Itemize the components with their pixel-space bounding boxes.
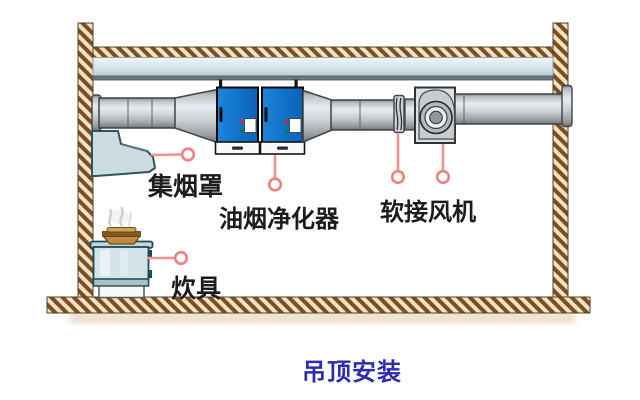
steam-icon <box>108 206 132 228</box>
stove-highlight <box>100 250 110 276</box>
duct-middle <box>330 99 396 131</box>
floor-shadow <box>70 311 575 324</box>
purifier-handle <box>219 107 223 122</box>
purifier-unit-2 <box>259 86 306 155</box>
cooking-pot <box>101 227 142 245</box>
stove-base-band <box>92 278 150 287</box>
stove-highlight <box>120 250 128 276</box>
diagram-title: 吊顶安装 <box>302 359 402 386</box>
stove-hinge <box>147 250 152 258</box>
tray-vent <box>277 146 288 150</box>
wall-collar <box>561 84 573 128</box>
cooking-stove <box>89 240 154 299</box>
label-oil-fume-purifier: 油烟净化器 <box>219 206 339 233</box>
ceiling-rail <box>92 75 554 81</box>
duct-stub <box>404 98 416 131</box>
label-flexible-fan: 软接风机 <box>380 199 476 226</box>
label-smoke-hood: 集烟罩 <box>148 173 224 201</box>
purifier-handle <box>264 107 268 122</box>
floor <box>46 296 591 314</box>
pot-body <box>101 235 142 245</box>
callout-marker-purifier <box>267 177 283 192</box>
connector-rib <box>395 97 399 131</box>
hanger-rod <box>294 79 298 89</box>
duct-reducer-right <box>302 89 333 144</box>
callout-marker-connector <box>390 169 406 185</box>
callout-marker-fan <box>435 169 451 185</box>
flexible-connector <box>393 94 405 134</box>
tray-vent <box>232 146 243 150</box>
fan-unit <box>414 86 456 144</box>
connector-rib <box>399 97 403 131</box>
smoke-collection-hood <box>91 130 156 177</box>
purifier-sticker <box>244 118 257 133</box>
duct-left <box>98 97 177 129</box>
callout-marker-hood <box>180 147 196 162</box>
indicator-red-icon <box>239 119 244 124</box>
purifier-unit-1 <box>214 86 261 155</box>
callout-marker-cooker <box>173 250 189 266</box>
leader-line-hood <box>150 153 182 157</box>
ceiling-slab <box>92 46 554 58</box>
left-wall <box>77 22 94 314</box>
callout-markers <box>173 147 451 266</box>
fan-inlet-hub <box>429 110 443 125</box>
label-cooker: 炊具 <box>171 275 222 303</box>
pot-lid <box>106 227 137 233</box>
right-wall <box>552 22 569 314</box>
hanger-rod <box>219 79 223 89</box>
stove-hinge <box>147 270 152 278</box>
callout-leaders <box>147 134 445 260</box>
indicator-red-icon <box>284 119 289 124</box>
purifier-sticker <box>289 118 302 133</box>
hood-fold-line <box>120 143 148 152</box>
indicator-green-icon <box>284 129 289 133</box>
duct-reducer-left <box>174 88 218 144</box>
stove-stand <box>98 285 145 299</box>
duct-right <box>454 93 564 125</box>
indicator-green-icon <box>239 129 244 133</box>
suspended-ceiling-panel <box>92 57 554 77</box>
